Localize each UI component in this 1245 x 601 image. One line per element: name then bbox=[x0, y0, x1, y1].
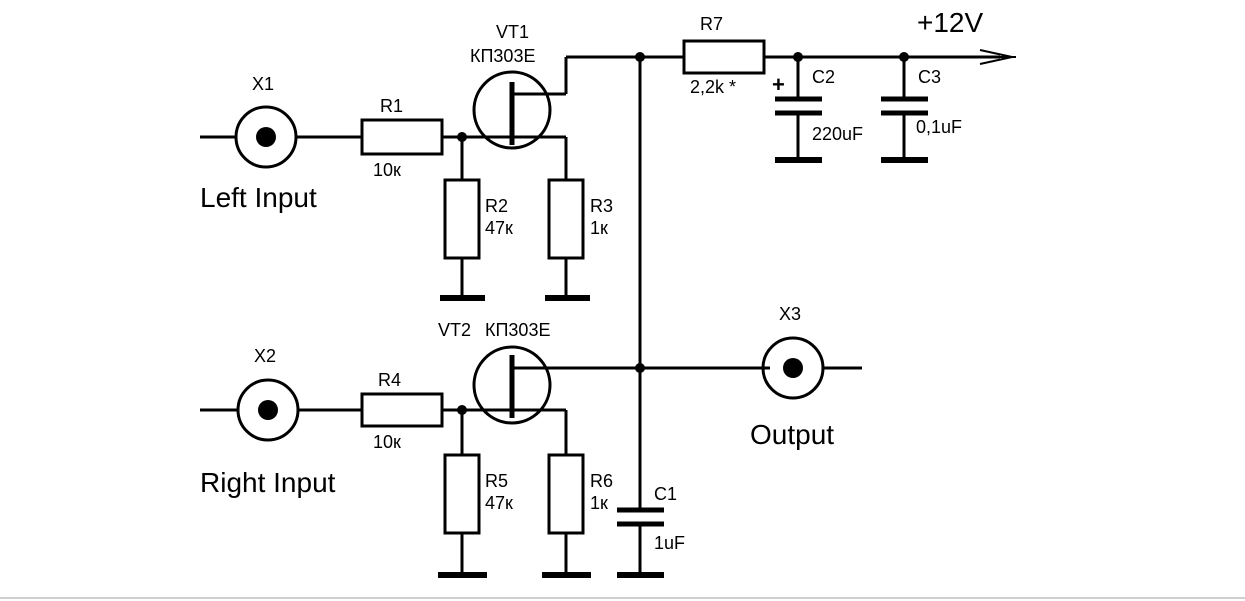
x3-label: X3 bbox=[779, 304, 801, 324]
vt2-type: КП303Е bbox=[485, 320, 550, 340]
r3-value: 1к bbox=[590, 218, 608, 238]
r4-ref: R4 bbox=[378, 370, 401, 390]
x1-label: X1 bbox=[252, 74, 274, 94]
resistor-r7 bbox=[682, 39, 1016, 75]
supply-label: +12V bbox=[917, 7, 983, 38]
r5-value: 47к bbox=[485, 493, 513, 513]
r5-ref: R5 bbox=[485, 471, 508, 491]
r2-value: 47к bbox=[485, 218, 513, 238]
transistor-vt1 bbox=[472, 55, 684, 180]
vt1-type: КП303Е bbox=[470, 46, 535, 66]
r6-ref: R6 bbox=[590, 471, 613, 491]
capacitor-c2 bbox=[775, 52, 822, 163]
capacitor-c3 bbox=[881, 52, 928, 163]
r2-ref: R2 bbox=[485, 196, 508, 216]
output-label: Output bbox=[750, 419, 834, 450]
resistor-r1 bbox=[360, 118, 492, 156]
resistor-r3 bbox=[545, 178, 590, 301]
r1-ref: R1 bbox=[380, 96, 403, 116]
junction-dot bbox=[635, 52, 645, 62]
r6-value: 1к bbox=[590, 493, 608, 513]
r4-value: 10к bbox=[373, 432, 401, 452]
r3-ref: R3 bbox=[590, 196, 613, 216]
capacitor-c1 bbox=[617, 507, 664, 578]
x2-label: X2 bbox=[254, 346, 276, 366]
vt1-ref: VT1 bbox=[496, 22, 529, 42]
c3-ref: C3 bbox=[918, 67, 941, 87]
vt2-ref: VT2 bbox=[438, 320, 471, 340]
c2-polarity: + bbox=[772, 72, 785, 97]
connector-x1 bbox=[200, 105, 362, 169]
junction-dot bbox=[635, 363, 645, 373]
resistor-r4 bbox=[360, 392, 492, 428]
r7-ref: R7 bbox=[700, 14, 723, 34]
right-input-label: Right Input bbox=[200, 467, 336, 498]
transistor-vt2 bbox=[472, 345, 770, 455]
resistor-r5 bbox=[438, 410, 487, 578]
c1-ref: C1 bbox=[654, 484, 677, 504]
left-input-label: Left Input bbox=[200, 182, 317, 213]
resistor-r2 bbox=[440, 137, 485, 301]
c3-value: 0,1uF bbox=[916, 117, 962, 137]
connector-x3 bbox=[761, 336, 862, 400]
c1-value: 1uF bbox=[654, 533, 685, 553]
connector-x2 bbox=[200, 378, 362, 442]
c2-ref: C2 bbox=[812, 67, 835, 87]
c2-value: 220uF bbox=[812, 124, 863, 144]
r1-value: 10к bbox=[373, 160, 401, 180]
resistor-r6 bbox=[542, 453, 591, 578]
r7-value: 2,2k * bbox=[690, 77, 736, 97]
